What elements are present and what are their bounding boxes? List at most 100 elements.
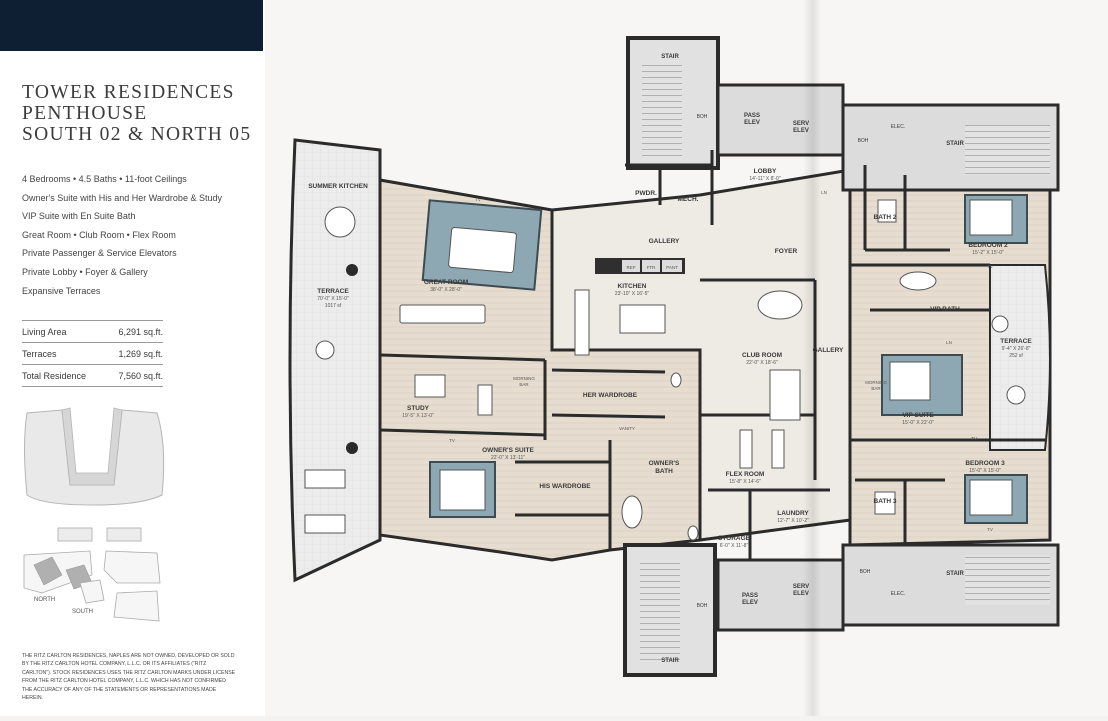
dimension-label: 15'-8" X 14'-6" [729,479,761,485]
header-band [0,0,263,51]
core-label: PASS [744,113,760,119]
room-label: BEDROOM 3 [965,460,1005,467]
area-table: Living Area 6,291 sq.ft. Terraces 1,269 sq… [22,320,163,387]
room-label: STUDY [407,405,430,412]
core-label: ELEV [744,120,760,126]
south-elevator-core [716,558,845,632]
dimension-labels: 70'-0" X 15'-0" 1017 sf 38'-0" X 28'-0" … [317,176,1030,549]
key-plan: NORTH SOUTH [23,407,165,622]
room-label: TERRACE [317,288,349,295]
feature-item: Private Passenger & Service Elevators [22,248,177,259]
room-label: KITCHEN [618,283,647,290]
title-line-3: SOUTH 02 & NORTH 05 [22,124,252,145]
info-panel: TOWER RESIDENCES PENTHOUSE SOUTH 02 & NO… [0,0,265,716]
core-label: BOH [697,114,708,120]
minor-label: BAR [519,382,529,387]
area-label: Terraces [22,348,57,359]
southeast-stair [965,555,1050,605]
dimension-label: 9'-4" X 26'-8" [1002,346,1031,352]
dimension-label: 1017 sf [325,303,342,309]
minor-label: PANT [666,265,678,270]
minor-label: TV [475,197,481,202]
room-label: GALLERY [813,347,844,354]
west-terrace [288,138,382,583]
bath-fixtures [670,199,937,541]
interior-walls [379,150,1045,560]
feature-item: VIP Suite with En Suite Bath [22,211,136,222]
room-label: OWNER'S SUITE [482,447,534,454]
core-label: STAIR [946,141,964,147]
core-label: BOH [860,569,871,575]
dimension-label: 23'-10" X 16'-5" [615,291,650,297]
pantry [662,260,682,272]
core-label: SERV [793,121,809,127]
core-label: BOH [697,603,708,609]
minor-label: TV [987,264,993,269]
floor-plan-page: SUMMER KITCHEN TERRACE GREAT ROOM GALLER… [265,0,1108,716]
dimension-label: 6'-0" X 11'-8" [720,543,749,549]
room-label: SUMMER KITCHEN [308,183,368,190]
dimension-label: 38'-0" X 28'-0" [430,287,462,293]
room-label: BATH [655,468,673,475]
room-label: STORAGE [718,535,751,542]
core-label: SERV [793,584,809,590]
room-label: HIS WARDROBE [539,483,591,490]
feature-item: Great Room • Club Room • Flex Room [22,229,176,240]
feature-list: 4 Bedrooms • 4.5 Baths • 11-foot Ceiling… [22,170,222,300]
area-value: 1,269 sq.ft. [118,348,163,359]
core-label: STAIR [661,658,679,664]
room-label: FOYER [775,248,798,255]
feature-item: Expansive Terraces [22,285,101,296]
dimension-label: 14'-11" X 8'-0" [749,176,780,182]
dimension-label: 19'-5" X 13'-0" [402,413,434,419]
minor-label: BAR [871,386,881,391]
key-plan-south-label: SOUTH [72,609,93,615]
room-label: GREAT ROOM [424,279,468,286]
area-row: Living Area 6,291 sq.ft. [22,320,163,342]
room-label: GALLERY [649,238,680,245]
core-label: STAIR [661,54,679,60]
area-label: Total Residence [22,370,87,381]
minor-label: REF [627,265,636,270]
minor-label: LN [946,340,952,345]
room-label: OWNER'S [649,460,680,467]
dimension-label: 22'-0" X 13'-11" [491,455,525,461]
room-label: FLEX ROOM [726,471,765,478]
room-label: LAUNDRY [777,510,809,517]
area-row: Terraces 1,269 sq.ft. [22,342,163,364]
room-label: VIP BATH [930,306,960,313]
room-label: BATH 3 [874,498,897,505]
planter [346,442,358,454]
room-label: MECH. [678,196,699,203]
dimension-label: 70'-0" X 15'-0" [317,296,349,302]
core-label: ELEV [793,591,809,597]
room-label: LOBBY [754,168,777,175]
core-label: ELEC. [891,591,905,597]
core-label: ELEV [742,600,758,606]
north-stair [642,60,682,160]
room-label: VIP SUITE [902,412,934,419]
area-label: Living Area [22,326,67,337]
room-labels: SUMMER KITCHEN TERRACE GREAT ROOM GALLER… [308,168,1032,542]
core-label: STAIR [946,571,964,577]
core-labels: STAIR BOH PASS ELEV SERV ELEV BOH ELEC. … [661,54,964,664]
legal-disclaimer: THE RITZ CARLTON RESIDENCES, NAPLES ARE … [22,653,236,702]
minor-label: TV [449,438,455,443]
core-label: BOH [858,138,869,144]
minor-label: MORNING [513,376,535,381]
minor-label: TV [987,527,993,532]
minor-label: TV [971,436,977,441]
freezer [642,260,660,272]
northeast-stair [965,125,1050,175]
south-stair [640,560,680,660]
area-value: 6,291 sq.ft. [118,326,163,337]
dimension-label: 22'-0" X 18'-6" [746,360,778,366]
title-line-1: TOWER RESIDENCES [22,82,235,103]
dimension-label: 252 sf [1009,353,1023,359]
fridge [622,260,640,272]
core-label: ELEV [793,128,809,134]
furniture [304,199,1026,534]
minor-labels: REF FTR PANT MORNING BAR MORNING BAR VAN… [449,190,993,532]
dimension-label: 15'-0" X 22'-0" [902,420,934,426]
